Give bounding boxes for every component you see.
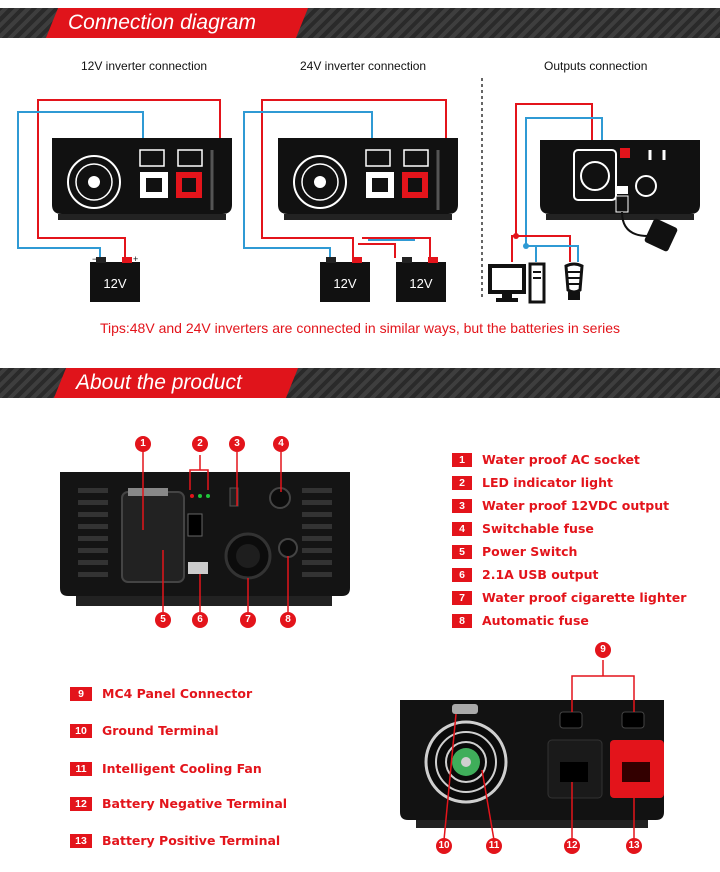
col-title-24v: 24V inverter connection: [300, 59, 427, 73]
callout-6: 6: [192, 612, 208, 628]
callout-11: 11: [486, 838, 502, 854]
inverter-24v: [278, 138, 458, 220]
connection-banner: Connection diagram: [0, 8, 720, 38]
callout-13: 13: [626, 838, 642, 854]
svg-text:+: +: [133, 254, 138, 264]
callout-5: 5: [155, 612, 171, 628]
callout-12: 12: [564, 838, 580, 854]
front-panel: [60, 472, 350, 606]
battery-label-24v-a: 12V: [333, 276, 357, 291]
callout-4: 4: [273, 436, 289, 452]
battery-label-12v: 12V: [103, 276, 127, 291]
callout-8: 8: [280, 612, 296, 628]
inverter-outputs: [540, 140, 700, 220]
inverter-12v: [52, 138, 232, 220]
about-banner: About the product: [0, 368, 720, 398]
callout-9: 9: [595, 642, 611, 658]
phone-device: [615, 195, 678, 252]
callout-1: 1: [135, 436, 151, 452]
back-panel: [400, 700, 664, 828]
callout-3: 3: [229, 436, 245, 452]
col-title-12v: 12V inverter connection: [81, 59, 208, 73]
callout-2: 2: [192, 436, 208, 452]
tips-text: Tips:48V and 24V inverters are connected…: [99, 320, 621, 336]
callout-7: 7: [240, 612, 256, 628]
col-title-outputs: Outputs connection: [544, 59, 648, 73]
battery-label-24v-b: 12V: [409, 276, 433, 291]
lamp-device: [564, 262, 584, 300]
svg-text:−: −: [92, 254, 97, 264]
battery-24v-a: [320, 257, 370, 302]
battery-24v-b: [396, 257, 446, 302]
battery-12v: − +: [90, 254, 140, 302]
computer-device: [488, 262, 546, 304]
callout-10: 10: [436, 838, 452, 854]
